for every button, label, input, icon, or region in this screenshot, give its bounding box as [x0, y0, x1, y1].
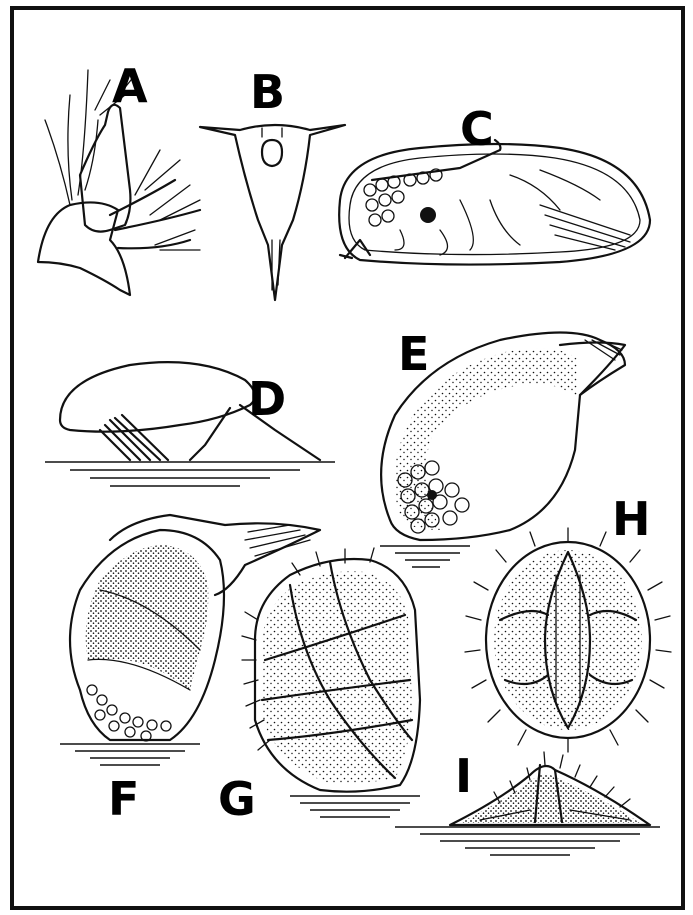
- label-i: I: [455, 749, 472, 803]
- label-g: G: [218, 772, 256, 826]
- label-a: A: [112, 59, 148, 113]
- label-f: F: [108, 772, 139, 826]
- label-e: E: [398, 327, 429, 381]
- label-b: B: [250, 65, 285, 119]
- label-h: H: [612, 492, 651, 546]
- label-d: D: [248, 372, 286, 426]
- label-c: C: [460, 102, 494, 156]
